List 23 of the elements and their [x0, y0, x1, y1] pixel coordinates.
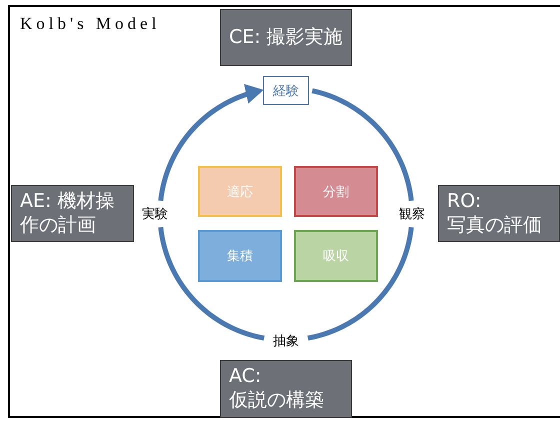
- label-box: [11, 185, 134, 242]
- stage-label: 実験: [142, 206, 168, 223]
- quadrant-box: [198, 230, 282, 282]
- label-box: [220, 9, 352, 66]
- label-box: [220, 360, 352, 418]
- box-text: AE: 機材操作の計画: [20, 190, 116, 238]
- box-text: 適応: [227, 184, 253, 200]
- box-text: RO: 写真の評価: [447, 190, 543, 238]
- diagram-title: Kolb's Model: [20, 14, 160, 34]
- stage-label: 抽象: [273, 333, 299, 350]
- box-text: 吸収: [323, 248, 349, 265]
- box-text: AC: 仮説の構築: [229, 365, 325, 413]
- box-text: CE: 撮影実施: [229, 26, 343, 50]
- quadrant-box: [294, 166, 378, 217]
- box-text: 経験: [273, 82, 299, 100]
- stage-tag: [263, 76, 309, 105]
- box-text: 分割: [323, 184, 349, 200]
- quadrant-box: [198, 166, 282, 217]
- quadrant-box: [294, 230, 378, 282]
- box-text: 集積: [227, 248, 253, 265]
- label-box: [438, 185, 560, 242]
- stage-label: 観察: [399, 206, 425, 223]
- cycle-arrow: [158, 84, 264, 202]
